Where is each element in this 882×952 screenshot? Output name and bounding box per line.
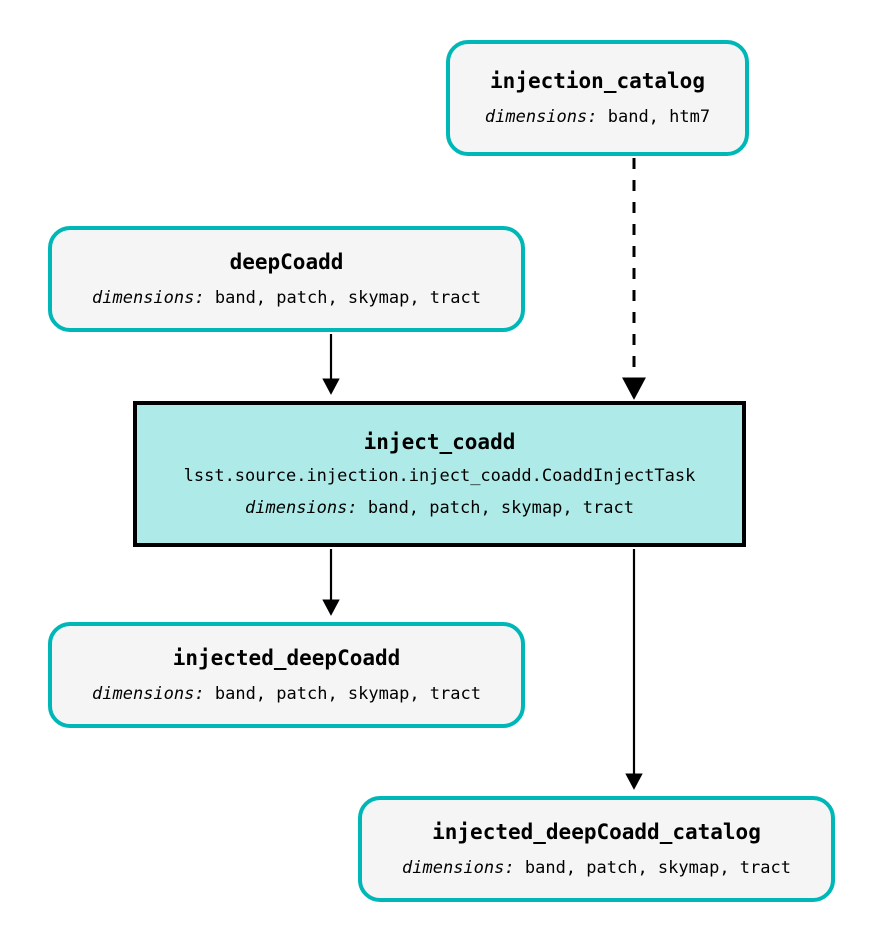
dimensions-label: dimensions: xyxy=(245,498,358,518)
dimensions-label: dimensions: xyxy=(92,684,205,704)
dimensions-value: band, patch, skymap, tract xyxy=(367,498,634,518)
node-title: inject_coadd xyxy=(363,430,516,454)
node-dimensions: dimensions: band, patch, skymap, tract xyxy=(92,288,481,308)
dimensions-value: band, htm7 xyxy=(607,107,711,127)
node-dimensions: dimensions: band, patch, skymap, tract xyxy=(92,684,481,704)
dimensions-value: band, patch, skymap, tract xyxy=(214,684,481,704)
node-dimensions: dimensions: band, htm7 xyxy=(485,107,710,127)
node-injected-deepcoadd-catalog[interactable]: injected_deepCoadd_catalog dimensions: b… xyxy=(358,796,835,902)
node-injected-deepcoadd[interactable]: injected_deepCoadd dimensions: band, pat… xyxy=(48,622,525,728)
dimensions-label: dimensions: xyxy=(402,858,515,878)
node-deepcoadd[interactable]: deepCoadd dimensions: band, patch, skyma… xyxy=(48,226,525,332)
dimensions-value: band, patch, skymap, tract xyxy=(214,288,481,308)
node-dimensions: dimensions: band, patch, skymap, tract xyxy=(402,858,791,878)
node-title: injected_deepCoadd_catalog xyxy=(432,820,761,844)
node-class-path: lsst.source.injection.inject_coadd.Coadd… xyxy=(183,466,696,486)
dimensions-label: dimensions: xyxy=(92,288,205,308)
node-injection-catalog[interactable]: injection_catalog dimensions: band, htm7 xyxy=(446,40,749,156)
node-inject-coadd-task[interactable]: inject_coadd lsst.source.injection.injec… xyxy=(133,401,746,547)
node-title: injected_deepCoadd xyxy=(172,646,401,670)
dimensions-value: band, patch, skymap, tract xyxy=(524,858,791,878)
dimensions-label: dimensions: xyxy=(484,107,598,127)
node-title: deepCoadd xyxy=(229,250,344,274)
node-title: injection_catalog xyxy=(490,69,705,93)
node-dimensions: dimensions: band, patch, skymap, tract xyxy=(245,498,634,518)
